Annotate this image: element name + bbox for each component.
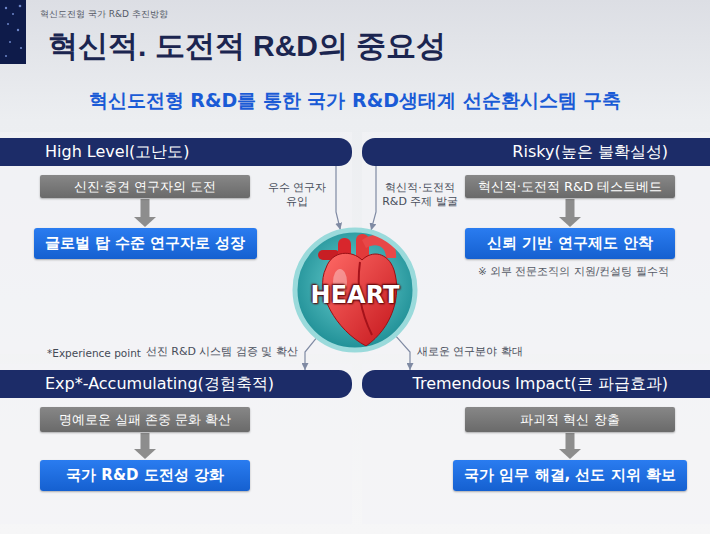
box-text: 혁신적·도전적 R&D 테스트베드 xyxy=(478,178,663,196)
feedback-arrow xyxy=(336,166,340,230)
step-box: 파괴적 혁신 창출 xyxy=(465,407,675,432)
result-box: 신뢰 기반 연구제도 안착 xyxy=(465,228,675,259)
box-text: 국가 R&D 도전성 강화 xyxy=(66,466,224,485)
header-band: Exp*-Accumulating(경험축적) xyxy=(0,370,352,398)
band-title: Risky(높은 불확실성) xyxy=(512,142,668,163)
box-text: 신진·중견 연구자의 도전 xyxy=(74,178,216,196)
box-text: 파괴적 혁신 창출 xyxy=(520,411,619,429)
quadrant-panel xyxy=(362,364,710,524)
feedback-arrow xyxy=(305,338,316,370)
header-band: Risky(높은 불확실성) xyxy=(362,138,710,166)
quadrant-panel xyxy=(362,132,710,354)
flow-arrow xyxy=(141,199,150,217)
quadrant-panel xyxy=(0,132,352,354)
subtitle: 혁신도전형 R&D를 통한 국가 R&D생태계 선순환시스템 구축 xyxy=(89,88,622,114)
flow-label: 선진 R&D 시스템 검증 및 확산 xyxy=(146,345,298,359)
header-band: High Level(고난도) xyxy=(0,138,352,166)
header-band: Tremendous Impact(큰 파급효과) xyxy=(362,370,710,398)
page-title: 혁신적. 도전적 R&D의 중요성 xyxy=(48,26,446,67)
quadrant-panel xyxy=(0,364,352,524)
box-text: 신뢰 기반 연구제도 안착 xyxy=(487,234,653,253)
flow-label: 우수 연구자 유입 xyxy=(264,181,330,210)
band-title: Exp*-Accumulating(경험축적) xyxy=(45,374,274,395)
band-title: Tremendous Impact(큰 파급효과) xyxy=(413,374,668,395)
flow-arrow xyxy=(566,199,575,217)
flow-arrow xyxy=(141,433,150,449)
flow-label: 혁신적·도전적 R&D 주제 발굴 xyxy=(382,181,458,210)
step-box: 명예로운 실패 존중 문화 확산 xyxy=(40,407,250,432)
flow-arrow xyxy=(566,433,575,449)
feedback-arrow xyxy=(371,166,376,230)
result-box: 국가 R&D 도전성 강화 xyxy=(40,460,250,491)
circle-ring xyxy=(295,230,415,350)
box-text: 명예로운 실패 존중 문화 확산 xyxy=(59,411,232,429)
flow-label: 새로운 연구분야 확대 xyxy=(417,345,523,359)
box-text: 국가 임무 해결, 선도 지위 확보 xyxy=(464,466,676,485)
step-box: 신진·중견 연구자의 도전 xyxy=(40,175,250,198)
note: ※ 외부 전문조직의 지원/컨설팅 필수적 xyxy=(478,265,669,279)
footnote: *Experience point xyxy=(47,347,141,359)
teal-disk xyxy=(295,230,415,350)
band-title: High Level(고난도) xyxy=(45,142,190,163)
result-box: 국가 임무 해결, 선도 지위 확보 xyxy=(453,460,687,491)
heart-circle: HEART xyxy=(291,226,419,354)
result-box: 글로벌 탑 수준 연구자로 성장 xyxy=(34,228,257,259)
heart-label: HEART xyxy=(311,281,400,309)
step-box: 혁신적·도전적 R&D 테스트베드 xyxy=(465,175,675,198)
corner-decor xyxy=(0,0,26,64)
section-tag: 혁신도전형 국가 R&D 추진방향 xyxy=(40,8,168,21)
box-text: 글로벌 탑 수준 연구자로 성장 xyxy=(45,234,246,253)
feedback-arrow xyxy=(396,336,410,370)
corner-dots xyxy=(5,5,22,57)
